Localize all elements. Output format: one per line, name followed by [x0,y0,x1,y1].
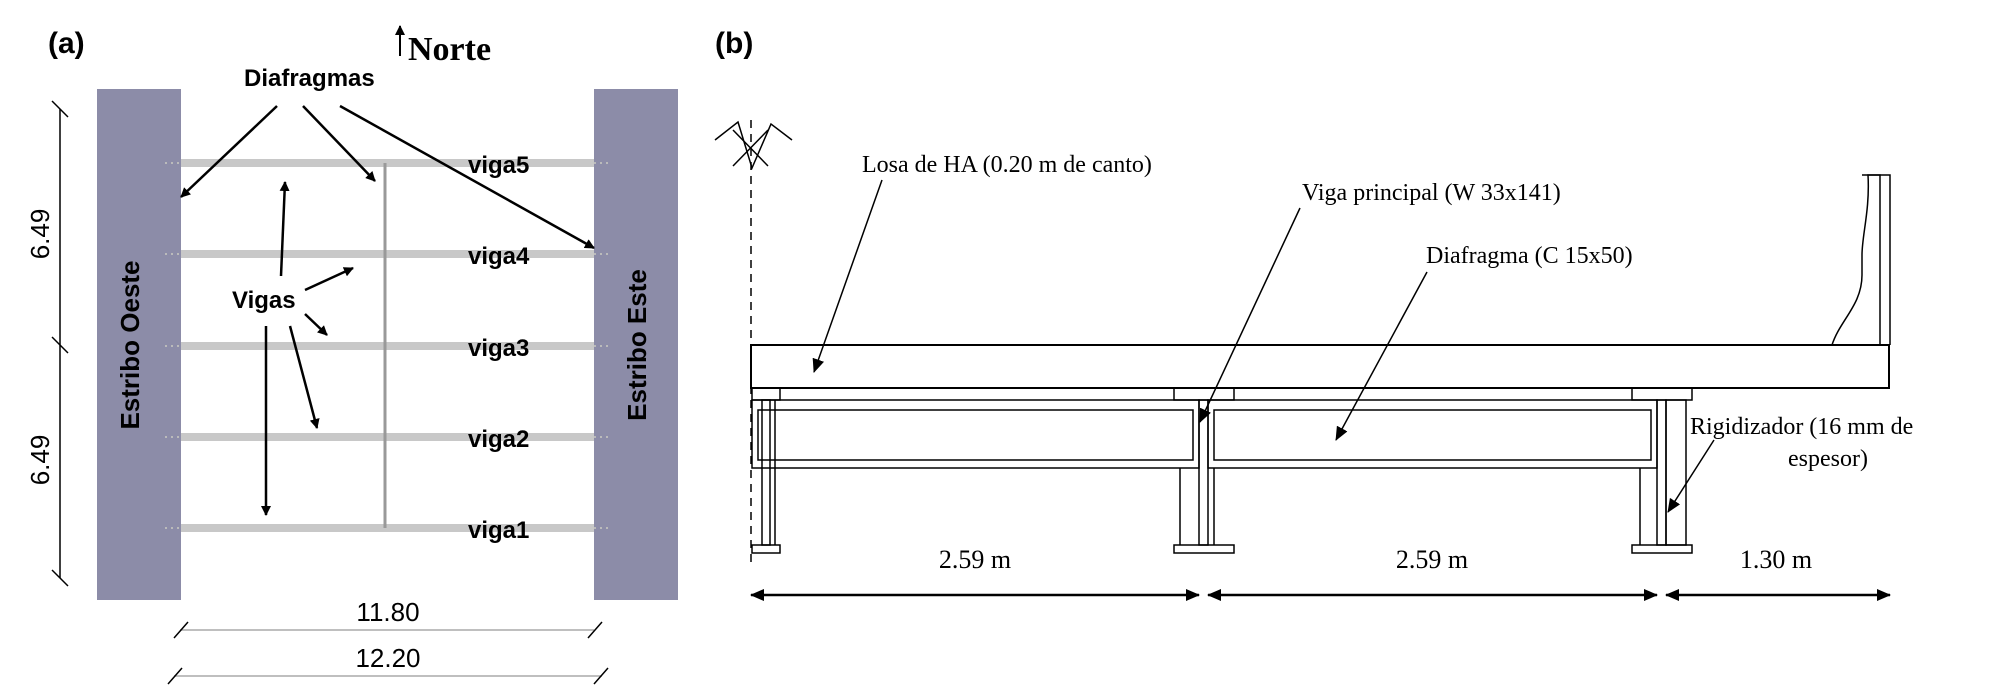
beams-arrows [261,181,354,516]
beam-viga5 [181,159,594,167]
beam-label-viga5: viga5 [468,152,529,179]
panel-a: (a) Norte Estribo Oeste Estribo Este [25,25,678,685]
stiffener-label-line1: Rigidizador (16 mm de [1690,414,1913,440]
span-label-1: 2.59 m [939,545,1011,574]
slab-label: Losa de HA (0.20 m de canto) [862,152,1152,178]
slab [750,344,1890,389]
span-label-3: 1.30 m [1740,545,1812,574]
dim-clear: 11.80 [356,597,419,627]
beam-label-viga2: viga2 [468,426,529,453]
main-beam-label: Viga principal (W 33x141) [1302,180,1561,206]
panel-b: (b) [714,27,1913,601]
panel-a-label: (a) [48,27,85,60]
span-label-2: 2.59 m [1396,545,1468,574]
north-indicator: Norte [395,25,491,68]
girders [751,387,1693,554]
beams [165,159,610,532]
diaphragm-label: Diafragma (C 15x50) [1426,243,1633,269]
callout-arrows [812,179,1715,513]
panel-b-label: (b) [715,27,753,60]
parapet [1830,174,1881,346]
beam-label-viga3: viga3 [468,335,529,362]
beam-label-viga1: viga1 [468,517,529,544]
symmetry-axis-icon [714,120,793,565]
diaphragm-arrows [180,104,595,250]
abutment-east-label: Estribo Este [622,269,652,421]
stiffener-label-line2: espesor) [1788,446,1868,472]
beam-label-viga4: viga4 [468,243,530,270]
abutment-west-label: Estribo Oeste [115,260,145,429]
bottom-dimension [167,621,609,685]
dim-lower: 6.49 [25,435,55,486]
beams-label: Vigas [232,287,296,314]
dim-upper: 6.49 [25,209,55,260]
beam-viga1 [181,524,594,532]
dim-total: 12.20 [355,643,420,673]
abutment-west [97,89,181,600]
beam-viga3 [181,342,594,350]
beam-viga4 [181,250,594,258]
parapet-back [1862,174,1891,345]
beam-viga2 [181,433,594,441]
diaphragms-label: Diafragmas [244,65,375,92]
diaphragms [751,399,1658,545]
left-dimension [51,100,69,587]
abutment-east [594,89,678,600]
north-label: Norte [408,31,491,68]
stiffener [1665,399,1687,546]
